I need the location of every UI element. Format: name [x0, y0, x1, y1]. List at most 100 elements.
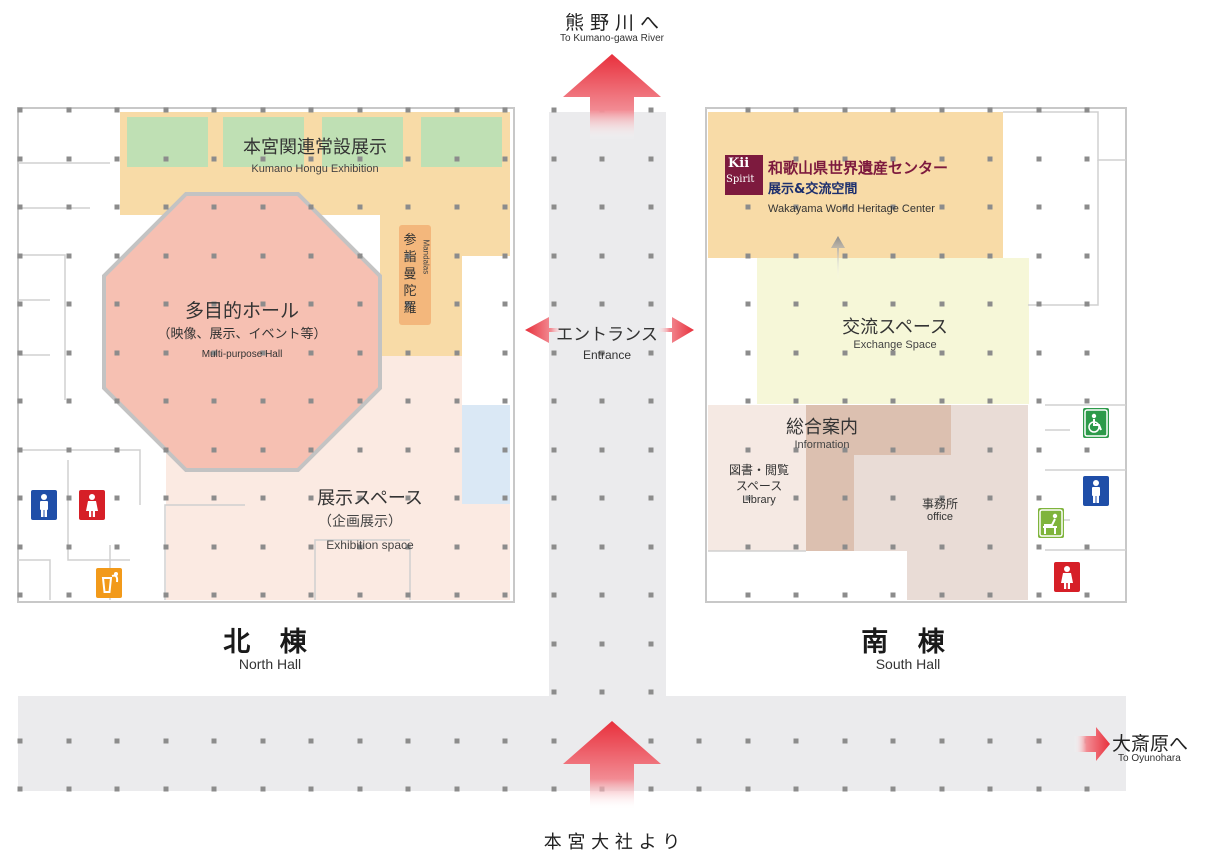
column-dot	[648, 253, 654, 259]
column-dot	[648, 786, 654, 792]
column-dot	[745, 786, 751, 792]
column-dot	[987, 253, 993, 259]
bottom-corridor	[18, 696, 1126, 791]
column-dot	[211, 447, 217, 453]
column-dot	[308, 107, 314, 113]
entrance-label-en: Entrance	[582, 348, 632, 362]
column-dot	[66, 301, 72, 307]
mens-restroom-icon	[1083, 476, 1109, 506]
column-dot	[842, 398, 848, 404]
column-dot	[599, 641, 605, 647]
column-dot	[66, 786, 72, 792]
column-dot	[1036, 253, 1042, 259]
column-dot	[114, 447, 120, 453]
column-dot	[939, 592, 945, 598]
column-dot	[357, 398, 363, 404]
gray-up-arrow	[831, 236, 845, 280]
column-dot	[17, 786, 23, 792]
north-hall-title-en: North Hall	[238, 656, 302, 672]
column-dot	[357, 786, 363, 792]
north-hall-title-jp: 北 棟	[223, 627, 317, 658]
column-dot	[793, 447, 799, 453]
heritage-center-en: Wakayama World Heritage Center	[768, 203, 935, 215]
information-en: Information	[794, 439, 850, 451]
column-dot	[405, 738, 411, 744]
column-dot	[890, 495, 896, 501]
column-dot	[357, 107, 363, 113]
column-dot	[308, 592, 314, 598]
column-dot	[939, 107, 945, 113]
column-dot	[551, 253, 557, 259]
column-dot	[987, 204, 993, 210]
column-dot	[890, 398, 896, 404]
column-dot	[745, 592, 751, 598]
column-dot	[745, 544, 751, 550]
column-dot	[599, 301, 605, 307]
heritage-center-jp-sub: 展示&交流空間	[768, 182, 858, 197]
column-dot	[1084, 592, 1090, 598]
mandala-box	[399, 225, 431, 325]
column-dot	[793, 544, 799, 550]
information-jp: 総合案内	[786, 417, 858, 438]
column-dot	[163, 350, 169, 356]
column-dot	[939, 204, 945, 210]
column-dot	[987, 495, 993, 501]
column-dot	[163, 495, 169, 501]
column-dot	[890, 447, 896, 453]
column-dot	[211, 592, 217, 598]
column-dot	[502, 204, 508, 210]
column-dot	[308, 301, 314, 307]
column-dot	[211, 738, 217, 744]
column-dot	[405, 204, 411, 210]
column-dot	[260, 156, 266, 162]
column-dot	[502, 495, 508, 501]
column-dot	[939, 350, 945, 356]
column-dot	[454, 495, 460, 501]
column-dot	[987, 447, 993, 453]
column-dot	[211, 350, 217, 356]
arrow-to-river	[563, 54, 661, 140]
column-dot	[211, 495, 217, 501]
south-hall-title-jp: 南 棟	[861, 627, 955, 658]
column-dot	[842, 204, 848, 210]
column-dot	[842, 350, 848, 356]
column-dot	[793, 301, 799, 307]
column-dot	[793, 107, 799, 113]
column-dot	[745, 350, 751, 356]
column-dot	[357, 495, 363, 501]
column-dot	[1084, 204, 1090, 210]
column-dot	[793, 495, 799, 501]
multipurpose-hall-en: Multi-purpose Hall	[201, 349, 283, 360]
column-dot	[648, 204, 654, 210]
column-dot	[939, 253, 945, 259]
oyunohara-destination-en: To Oyunohara	[1118, 753, 1181, 764]
column-dot	[308, 544, 314, 550]
column-dot	[114, 398, 120, 404]
column-dot	[211, 204, 217, 210]
column-dot	[1036, 301, 1042, 307]
column-dot	[890, 204, 896, 210]
arrow-entrance-right	[656, 317, 694, 343]
column-dot	[163, 107, 169, 113]
column-dot	[114, 738, 120, 744]
column-dot	[308, 495, 314, 501]
column-dot	[502, 350, 508, 356]
column-dot	[745, 398, 751, 404]
column-dot	[551, 107, 557, 113]
column-dot	[114, 204, 120, 210]
column-dot	[793, 350, 799, 356]
column-dot	[648, 738, 654, 744]
column-dot	[890, 301, 896, 307]
column-dot	[551, 350, 557, 356]
office-en: office	[926, 511, 954, 523]
column-dot	[551, 398, 557, 404]
column-dot	[1084, 398, 1090, 404]
column-dot	[17, 156, 23, 162]
column-dot	[114, 786, 120, 792]
column-dot	[211, 301, 217, 307]
information-counter	[806, 405, 951, 551]
column-dot	[890, 156, 896, 162]
column-dot	[648, 301, 654, 307]
mandala-label-en: Mandalas	[421, 239, 431, 275]
column-dot	[66, 253, 72, 259]
